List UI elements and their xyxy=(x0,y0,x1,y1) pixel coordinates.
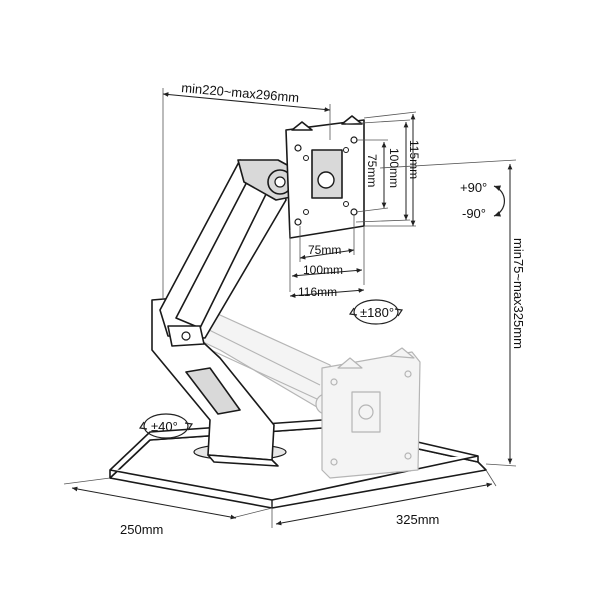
base-swivel-icon xyxy=(143,413,189,439)
plate-swivel-icon xyxy=(353,299,399,325)
vesa-h-outer-label: 100mm xyxy=(303,263,343,277)
tilt-arc-icon xyxy=(493,185,506,217)
base-swivel-label: ±40° xyxy=(151,419,178,434)
vesa-v-inner-label: 75mm xyxy=(365,154,379,187)
vesa-v-outer-label: 100mm xyxy=(387,148,401,188)
base-width-label: 325mm xyxy=(396,512,439,527)
plate-height-label: 115mm xyxy=(407,140,421,179)
height-range-label: min75~max325mm xyxy=(511,238,526,349)
tilt-down-label: -90° xyxy=(462,206,486,221)
dimension-lines xyxy=(63,88,517,528)
vesa-h-inner-label: 75mm xyxy=(308,243,341,257)
vesa-plate xyxy=(285,115,365,239)
ghost-arm-position xyxy=(169,299,421,479)
gas-spring-arm xyxy=(159,159,301,347)
base-depth-label: 250mm xyxy=(120,522,163,537)
plate-width-label: 116mm xyxy=(298,285,337,299)
tilt-up-label: +90° xyxy=(460,180,487,195)
plate-swivel-label: ±180° xyxy=(360,305,394,320)
rotation-symbols xyxy=(138,185,506,439)
